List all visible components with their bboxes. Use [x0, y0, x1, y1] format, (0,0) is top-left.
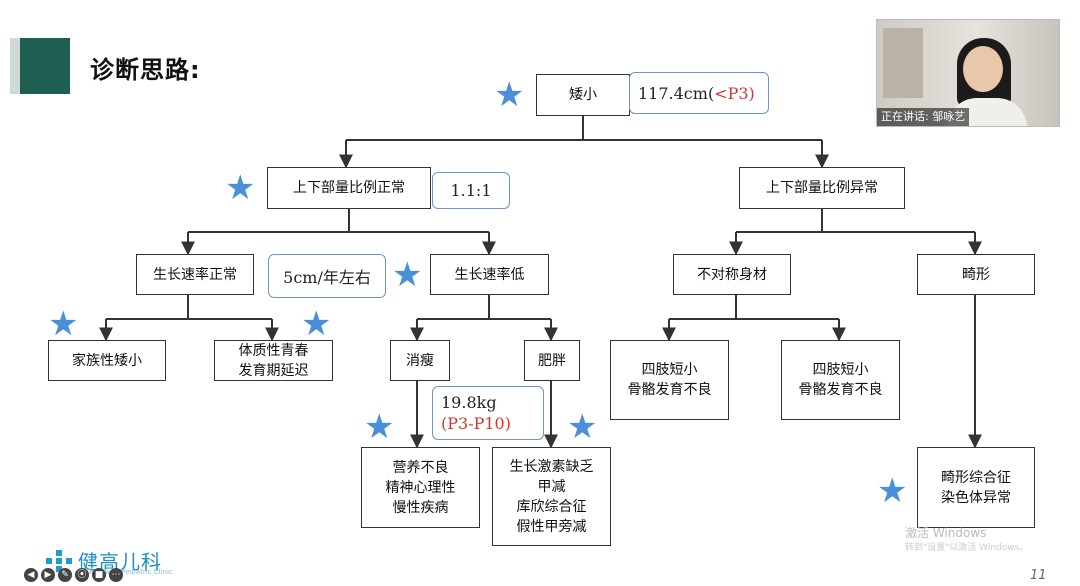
node-proportion-normal: 上下部量比例正常	[267, 167, 431, 209]
node-thin: 消瘦	[390, 340, 450, 381]
height-note-value: 117.4cm(	[638, 83, 715, 103]
star-icon: ★	[494, 75, 525, 115]
node-syndrome: 畸形综合征 染色体异常	[917, 447, 1035, 528]
height-note: 117.4cm(<P3)	[629, 72, 769, 114]
node-growth-rate-normal: 生长速率正常	[136, 254, 254, 295]
node-deformity: 畸形	[917, 254, 1035, 295]
title-accent-block	[10, 38, 70, 94]
growth-rate-note: 5cm/年左右	[268, 254, 386, 298]
node-growth-rate-low: 生长速率低	[430, 254, 549, 295]
node-short-limbs-left: 四肢短小 骨骼发育不良	[610, 340, 729, 420]
forward-icon[interactable]: ▶	[41, 568, 55, 582]
camera-icon[interactable]: ■	[92, 568, 106, 582]
more-icon[interactable]: ⋯	[109, 568, 123, 582]
back-icon[interactable]: ◀	[24, 568, 38, 582]
star-icon: ★	[301, 304, 332, 344]
windows-activation-title: 激活 Windows	[905, 526, 987, 540]
windows-activation-hint: 转到"设置"以激活 Windows。	[905, 543, 1029, 553]
speaker-video-thumbnail[interactable]: 正在讲话: 邹咏艺	[876, 19, 1060, 127]
pen-icon[interactable]: ✎	[58, 568, 72, 582]
presenter-toolbar: ◀ ▶ ✎ ⦿ ■ ⋯	[24, 568, 123, 582]
star-icon: ★	[567, 407, 598, 447]
node-short-limbs-right: 四肢短小 骨骼发育不良	[781, 340, 900, 420]
star-icon: ★	[225, 168, 256, 208]
ratio-note: 1.1:1	[432, 172, 510, 209]
weight-note-percentile: (P3-P10)	[441, 414, 511, 433]
node-asymmetric-stature: 不对称身材	[673, 254, 791, 295]
weight-note: 19.8kg (P3-P10)	[432, 386, 544, 440]
height-note-percentile: <P3)	[714, 83, 755, 103]
logo-mark-icon	[46, 549, 72, 572]
speaker-caption: 正在讲话: 邹咏艺	[877, 108, 970, 126]
node-malnutrition: 营养不良 精神心理性 慢性疾病	[361, 447, 480, 528]
weight-note-value: 19.8kg	[441, 393, 497, 412]
page-number: 11	[1030, 568, 1047, 583]
node-familial-short-stature: 家族性矮小	[48, 340, 166, 381]
pointer-icon[interactable]: ⦿	[75, 568, 89, 582]
root-node-short-stature: 矮小	[536, 74, 630, 116]
star-icon: ★	[48, 304, 79, 344]
node-constitutional-delay: 体质性青春 发育期延迟	[214, 340, 333, 381]
node-obese: 肥胖	[524, 340, 580, 381]
star-icon: ★	[364, 407, 395, 447]
video-shelf	[883, 28, 923, 98]
node-endocrine: 生长激素缺乏 甲减 库欣综合征 假性甲旁减	[492, 447, 611, 546]
speaker-face	[963, 46, 1003, 92]
star-icon: ★	[877, 471, 908, 511]
clinic-name-en: Genewon Pediatric Clinic	[86, 568, 173, 576]
slide-title: 诊断思路:	[90, 56, 201, 84]
star-icon: ★	[392, 255, 423, 295]
node-proportion-abnormal: 上下部量比例异常	[739, 167, 905, 209]
